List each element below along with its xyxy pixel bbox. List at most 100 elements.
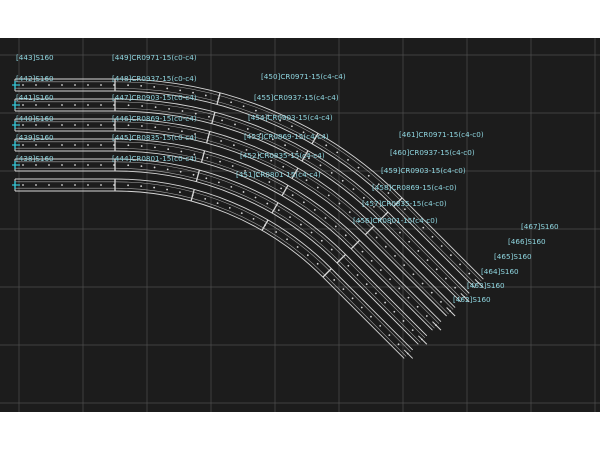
- sleeper-dot: [127, 184, 129, 187]
- sleeper-dot: [140, 84, 143, 87]
- sleeper-dot: [413, 217, 416, 220]
- label-439: [439]S160: [16, 133, 54, 142]
- sleeper-dot: [154, 106, 157, 109]
- sleeper-dot: [113, 144, 115, 146]
- sleeper-dot: [127, 84, 129, 87]
- sleeper-dot: [246, 128, 249, 130]
- label-448: [448]CR0937-15(c0-c4): [112, 74, 197, 83]
- sleeper-dot: [402, 320, 405, 322]
- sleeper-dot: [342, 288, 345, 291]
- label-452: [452]CR0835-15(c4-c4): [240, 151, 325, 160]
- sleeper-dot: [407, 296, 410, 299]
- sleeper-dot: [22, 104, 24, 106]
- track-edge: [15, 170, 419, 345]
- sleeper-dot: [230, 101, 233, 104]
- track-end-cap: [432, 321, 442, 331]
- sleeper-dot: [389, 278, 391, 281]
- label-465: [465]S160: [494, 252, 532, 261]
- sleeper-dot: [87, 104, 89, 106]
- track-edge: [15, 121, 454, 310]
- label-445: [445]CR0835-15(c0-c4): [112, 133, 197, 142]
- track-joint: [350, 239, 361, 250]
- sleeper-dot: [100, 144, 102, 146]
- sleeper-dot: [403, 264, 406, 266]
- sleeper-dot: [179, 170, 182, 173]
- sleeper-dot: [22, 144, 24, 146]
- sleeper-dot: [166, 168, 169, 171]
- sleeper-dot: [181, 110, 184, 112]
- sleeper-dot: [221, 119, 223, 122]
- sleeper-dot: [270, 159, 273, 162]
- sleeper-dot: [153, 186, 156, 189]
- label-457: [457]CR0835-15(c4-c0): [362, 199, 447, 208]
- sleeper-dot: [320, 239, 323, 242]
- sleeper-dot: [435, 324, 437, 327]
- sleeper-dot: [191, 194, 194, 197]
- sleeper-dot: [296, 246, 299, 248]
- sleeper-dot: [330, 171, 333, 174]
- sleeper-dot: [153, 86, 156, 88]
- sleeper-dot: [100, 84, 102, 86]
- sleeper-dot: [22, 184, 24, 186]
- track-edge: [15, 147, 435, 329]
- sleeper-dot: [205, 177, 208, 180]
- sleeper-dot: [252, 218, 255, 220]
- sleeper-dot: [348, 211, 351, 214]
- sleeper-dot: [411, 329, 414, 332]
- sleeper-dot: [362, 196, 365, 199]
- track-end-cap: [446, 307, 456, 317]
- sleeper-dot: [208, 115, 210, 118]
- sleeper-dot: [347, 264, 350, 267]
- sleeper-dot: [352, 188, 355, 191]
- sleeper-dot: [296, 150, 299, 153]
- sleeper-dot: [291, 125, 293, 128]
- sleeper-dot: [310, 231, 313, 234]
- track-joint: [364, 225, 375, 236]
- track-joint: [200, 150, 206, 163]
- sleeper-dot: [375, 292, 377, 295]
- sleeper-dot: [319, 164, 322, 167]
- track-edge: [15, 167, 421, 343]
- sleeper-dot: [217, 97, 220, 100]
- track-edge: [15, 158, 428, 337]
- track-end-cap: [403, 349, 414, 359]
- segment-labels: [443]S160 [442]S160 [441]S160 [440]S160 …: [16, 53, 559, 304]
- sleeper-dot: [74, 104, 76, 106]
- sleeper-dot: [357, 166, 360, 169]
- label-444: [444]CR0801-15(c0-c4): [112, 154, 197, 163]
- cad-viewport[interactable]: [443]S160 [442]S160 [441]S160 [440]S160 …: [0, 38, 600, 412]
- track-edge: [15, 107, 463, 301]
- label-455: [455]CR0937-15(c4-c4): [254, 93, 339, 102]
- track-edge: [15, 110, 462, 303]
- sleeper-dot: [435, 268, 438, 271]
- sleeper-dot: [271, 138, 274, 141]
- sleeper-dot: [389, 222, 392, 225]
- sleeper-dot: [48, 184, 50, 186]
- track-end-cap: [474, 278, 484, 289]
- sleeper-dot: [430, 291, 433, 294]
- sleeper-dot: [219, 160, 221, 163]
- track-edge: [15, 150, 433, 331]
- sleeper-dot: [216, 202, 219, 204]
- sleeper-dot: [333, 279, 336, 281]
- sleeper-dot: [258, 154, 260, 156]
- sleeper-dot: [242, 191, 245, 193]
- sleeper-dot: [194, 133, 197, 135]
- sleeper-dot: [351, 297, 354, 300]
- sleeper-dot: [113, 124, 115, 126]
- sleeper-dot: [127, 104, 130, 107]
- track-edge: [15, 190, 405, 359]
- sleeper-dot: [100, 184, 102, 186]
- sleeper-dot: [445, 277, 447, 280]
- sleeper-dot: [282, 165, 285, 168]
- track-layout-drawing: [443]S160 [442]S160 [441]S160 [440]S160 …: [0, 38, 600, 412]
- sleeper-dot: [268, 181, 271, 183]
- track-joint: [379, 211, 389, 221]
- track-joint: [281, 185, 289, 197]
- sleeper-dot: [375, 236, 378, 239]
- sleeper-dot: [399, 231, 401, 234]
- sleeper-dot: [100, 104, 102, 106]
- sleeper-dot: [316, 186, 319, 189]
- sleeper-dot: [387, 192, 390, 194]
- label-463: [463]S160: [467, 281, 505, 290]
